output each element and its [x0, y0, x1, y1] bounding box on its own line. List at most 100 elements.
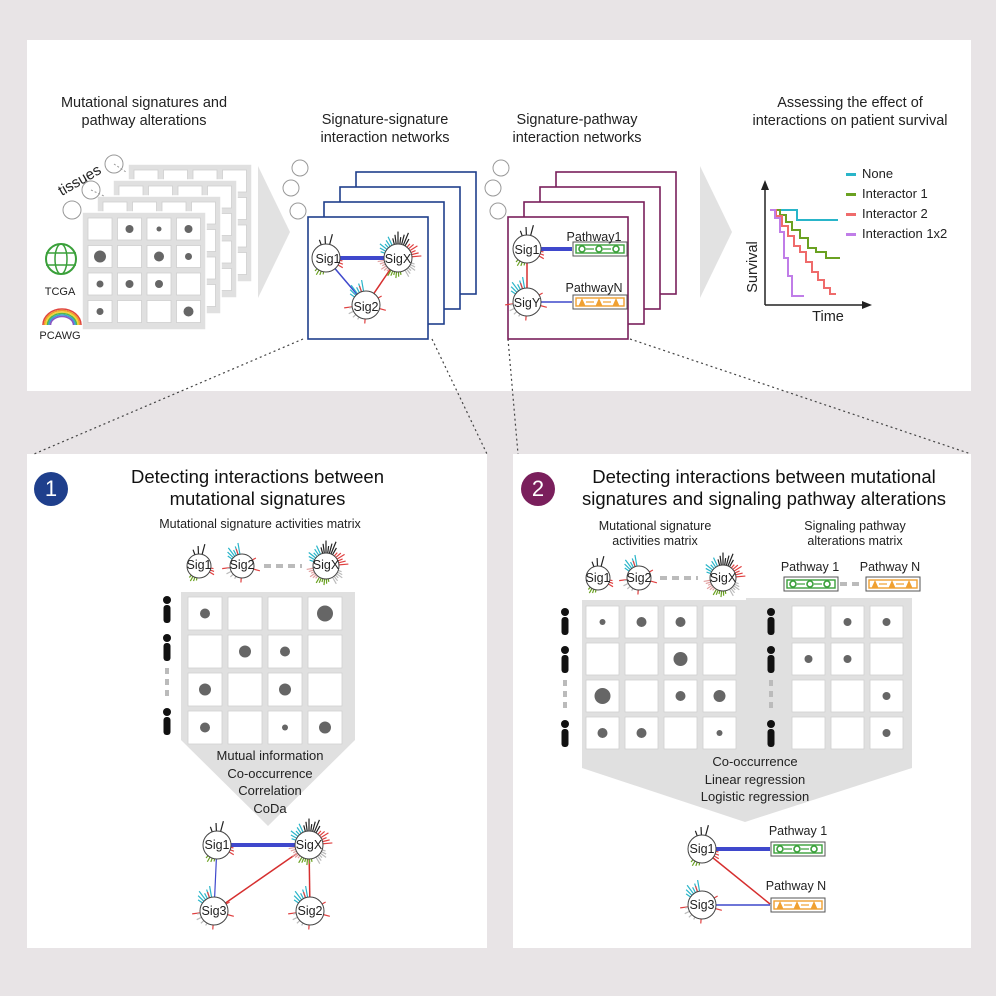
panel-1-net-node-sig2-spectrum [302, 891, 307, 898]
survival-x-label: Time [812, 309, 844, 325]
panel-1-matrix-title: Mutational signature activities matrix [159, 517, 361, 531]
panel-2-activity-dot [636, 728, 647, 738]
panel-1-node-sigx-spectrum [338, 569, 342, 573]
pathwayn-box-glyph [578, 298, 586, 306]
panel-2-node-sigx-spectrum [734, 583, 740, 588]
panel-2-activity-dot [636, 617, 647, 627]
panel-1-node-sigx-spectrum [315, 545, 322, 555]
step2-title: Signature-signature interaction networks [290, 111, 480, 147]
node-sigx-spectrum [380, 265, 387, 270]
panel-1-node-sigx-spectrum [308, 552, 317, 559]
panel-1-net-sig3: Sig3 [201, 904, 227, 918]
panel-2-node-sigx-spectrum [711, 560, 717, 568]
panel-2-node-sigx-spectrum [731, 586, 736, 591]
panel-1-node-sigx [312, 552, 340, 580]
panel-2-node-sig2-spectrum [629, 561, 634, 568]
panel-1-node-sigx-spectrum [315, 575, 319, 579]
panel-1-net-node-sig2-spectrum [293, 899, 299, 904]
panel-2-node-sigx-spectrum [710, 564, 715, 569]
panel-2-patient-icon-body [561, 655, 569, 673]
panel-1-net-node-sig3-spectrum [225, 901, 230, 905]
panel-1-node-sigx-spectrum [309, 572, 316, 578]
panel-1-net-node-sig2-spectrum [288, 912, 297, 915]
panel-1-patient-icon [163, 634, 171, 642]
panel-1-activity-dot [199, 683, 211, 696]
tcga-globe-parallels [46, 252, 76, 266]
panel-1-methods: Mutual information Co-occurrence Correla… [180, 747, 360, 817]
panel-2-net-pathwayn-box-glyph [793, 901, 801, 909]
panel-1-net-node-sig1-spectrum [210, 857, 213, 863]
panel-1-net-node-sigx-spectrum [312, 821, 316, 832]
panel-1-node-sig2-spectrum [227, 567, 231, 570]
panel-2-net-sig3: Sig3 [689, 898, 715, 912]
panel-2-node-sigx-spectrum [734, 570, 740, 574]
panel-1-net-node-sig1-spectrum [209, 826, 213, 833]
panel-2-node-sigx-spectrum [718, 590, 721, 595]
panel-1-matrix-cell [307, 672, 343, 707]
node-sigx-spectrum [385, 240, 391, 247]
panel-1-node-sig1-spectrum [210, 569, 215, 573]
panel-1-patient-icon-body [163, 643, 171, 661]
node-sigx-spectrum [386, 268, 390, 272]
panel-2-patient-icon-body [767, 729, 775, 747]
panel-2-node-sigx-spectrum [728, 588, 734, 597]
panel-1-node-sigx-spectrum [333, 552, 338, 557]
panel-2-node-sig1 [585, 565, 611, 591]
legend-label-interactor-2: Interactor 2 [862, 206, 928, 221]
panel-2-net-node-sig3-spectrum [713, 895, 718, 899]
panel-1-node-sigx-spectrum [336, 553, 345, 560]
panel-2-net-pathway1-box-glyph [776, 845, 784, 853]
panel-2-matrix1-cell [702, 642, 737, 676]
panel-1-node-sig1-spectrum [192, 549, 196, 555]
panel-1-net-node-sigx-spectrum [295, 830, 300, 836]
panel-1-node-sigx-spectrum [328, 543, 333, 554]
panel-1-node-sig2-spectrum [252, 557, 257, 561]
panel-2-net-node-sig3-spectrum [688, 914, 693, 918]
tissue-icon [484, 179, 502, 197]
panel-1-node-sigx-spectrum [331, 547, 337, 556]
panel-1-activity-dot [319, 721, 331, 734]
step2-title-line1: Signature-signature [321, 112, 449, 128]
panel-1-net-node-sig2-spectrum [300, 893, 304, 899]
panel-2-node-sig1-spectrum [608, 583, 614, 588]
panel-1-node-sigx-spectrum [320, 547, 324, 554]
panel-2-node-sigx-spectrum [724, 558, 727, 566]
panel-2-node-sigx-spectrum [706, 571, 711, 575]
panel-2-matrix1-cell [663, 716, 698, 750]
panel-1-net-node-sig3-spectrum [197, 899, 203, 904]
panel-2-sig2: Sig2 [626, 571, 652, 585]
panel-2-net-pathway1-box-glyph [810, 845, 818, 853]
node-sigx-spectrum [407, 267, 412, 271]
panel-2-net-node-sig3-spectrum [686, 884, 695, 895]
tissue-icon [282, 179, 300, 197]
panel-1-node-sigx-spectrum [334, 574, 339, 579]
pathway1-box-glyph [612, 245, 620, 253]
panel-2-node-sig2-spectrum [634, 554, 638, 567]
panel-1-net-node-sig2-spectrum [323, 914, 330, 917]
panel-1-activity-dot [200, 608, 210, 619]
panel-1-method-1: Mutual information [216, 748, 324, 763]
node-sigx-spectrum [399, 237, 402, 245]
panel-1-node-sig2-spectrum [227, 551, 234, 559]
legend-item-interactor-2: Interactor 2 [846, 205, 966, 223]
node-sig2-spectrum [361, 279, 365, 292]
panel-2-activity-dot [675, 617, 686, 627]
node-sig1-b-spectrum [530, 225, 534, 236]
panel-2-node-sigx-spectrum [712, 588, 718, 596]
panel-2-activity-dot [675, 691, 686, 701]
panel-1-net-node-sigx-spectrum [319, 830, 326, 837]
panel-1-net-node-sig3-spectrum [198, 890, 207, 901]
panel-1-title-line1: Detecting interactions between [131, 466, 384, 487]
node-sig2 [351, 290, 381, 320]
stacked-grid-cell [146, 300, 172, 323]
step3-title: Signature-pathway interaction networks [482, 111, 672, 147]
panel-2-node-sig1-spectrum [588, 588, 593, 594]
panel-1-node-sig1-spectrum [189, 576, 194, 582]
panel-2-net-sig1: Sig1 [689, 842, 715, 856]
panel-2-node-sig2-spectrum [624, 567, 630, 572]
panel-2-net-node-sig3-spectrum [692, 887, 696, 893]
node-sigx-spectrum [387, 269, 392, 277]
panel-2-method-3: Logistic regression [700, 789, 810, 804]
top-net-sigy: SigY [513, 296, 541, 310]
